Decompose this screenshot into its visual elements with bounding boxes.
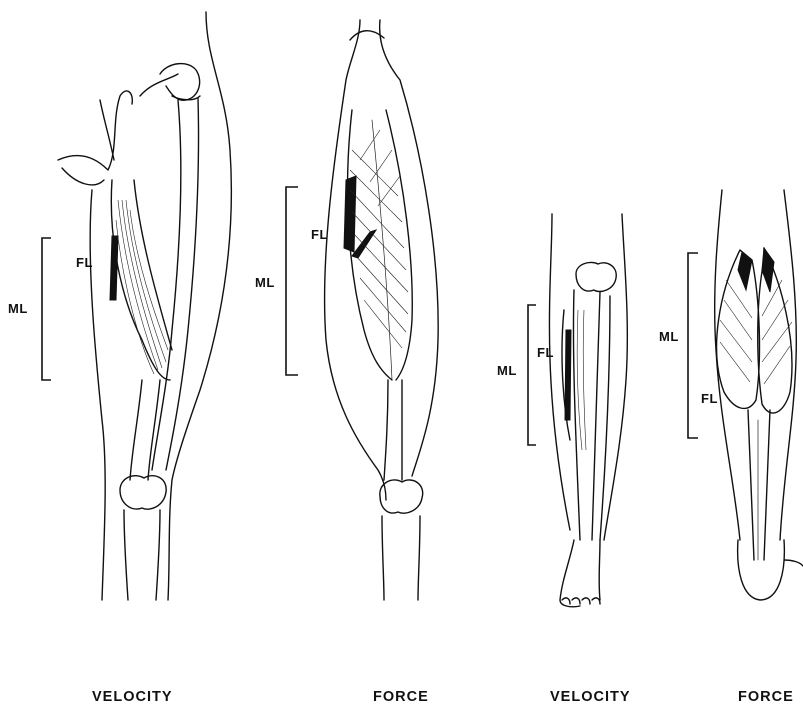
ml-bracket-2 <box>286 187 298 375</box>
fl-label-4: FL <box>701 392 718 405</box>
ml-label-1: ML <box>8 302 28 315</box>
thigh-force-drawing <box>325 20 439 600</box>
ml-label-4: ML <box>659 330 679 343</box>
fl-label-1: FL <box>76 256 93 269</box>
thigh-velocity-drawing <box>58 12 231 600</box>
caption-3: VELOCITY <box>550 690 631 705</box>
fl-label-3: FL <box>537 346 554 359</box>
ml-label-3: ML <box>497 364 517 377</box>
ml-bracket-4 <box>688 253 698 438</box>
ml-bracket-3 <box>528 305 536 445</box>
caption-1: VELOCITY <box>92 690 173 705</box>
shank-force-drawing <box>715 190 803 600</box>
shank-velocity-drawing <box>549 214 627 607</box>
caption-2: FORCE <box>373 690 429 705</box>
caption-4: FORCE <box>738 690 794 705</box>
ml-bracket-1 <box>42 238 51 380</box>
fl-label-2: FL <box>311 228 328 241</box>
ml-label-2: ML <box>255 276 275 289</box>
